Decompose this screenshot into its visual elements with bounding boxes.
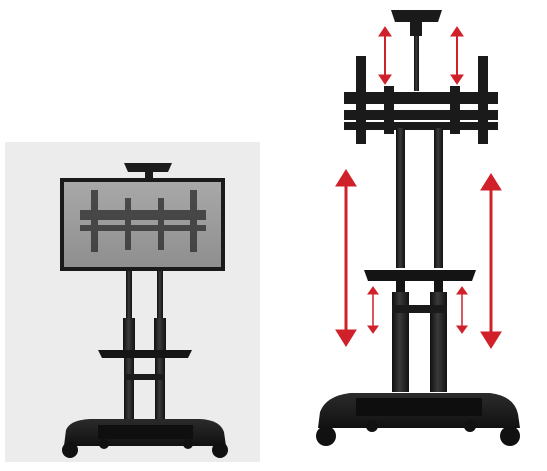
right-vesa-bracket <box>344 56 498 144</box>
right-middle-shelf <box>364 270 476 281</box>
left-top-shelf <box>124 163 172 172</box>
left-product-photo <box>5 142 260 462</box>
left-tv-screen <box>64 182 221 267</box>
left-pole-upper-r <box>157 271 163 321</box>
left-pole-upper-l <box>126 271 132 321</box>
right-pole-l <box>396 128 405 268</box>
left-middle-shelf <box>98 350 192 358</box>
right-pole-r <box>434 128 443 268</box>
double-arrow-icon <box>335 26 502 349</box>
right-wheels <box>316 420 520 446</box>
left-wheels <box>62 439 228 458</box>
left-vesa-bracket <box>80 190 206 252</box>
right-top-shelf <box>391 10 442 22</box>
right-product-photo <box>316 10 520 446</box>
